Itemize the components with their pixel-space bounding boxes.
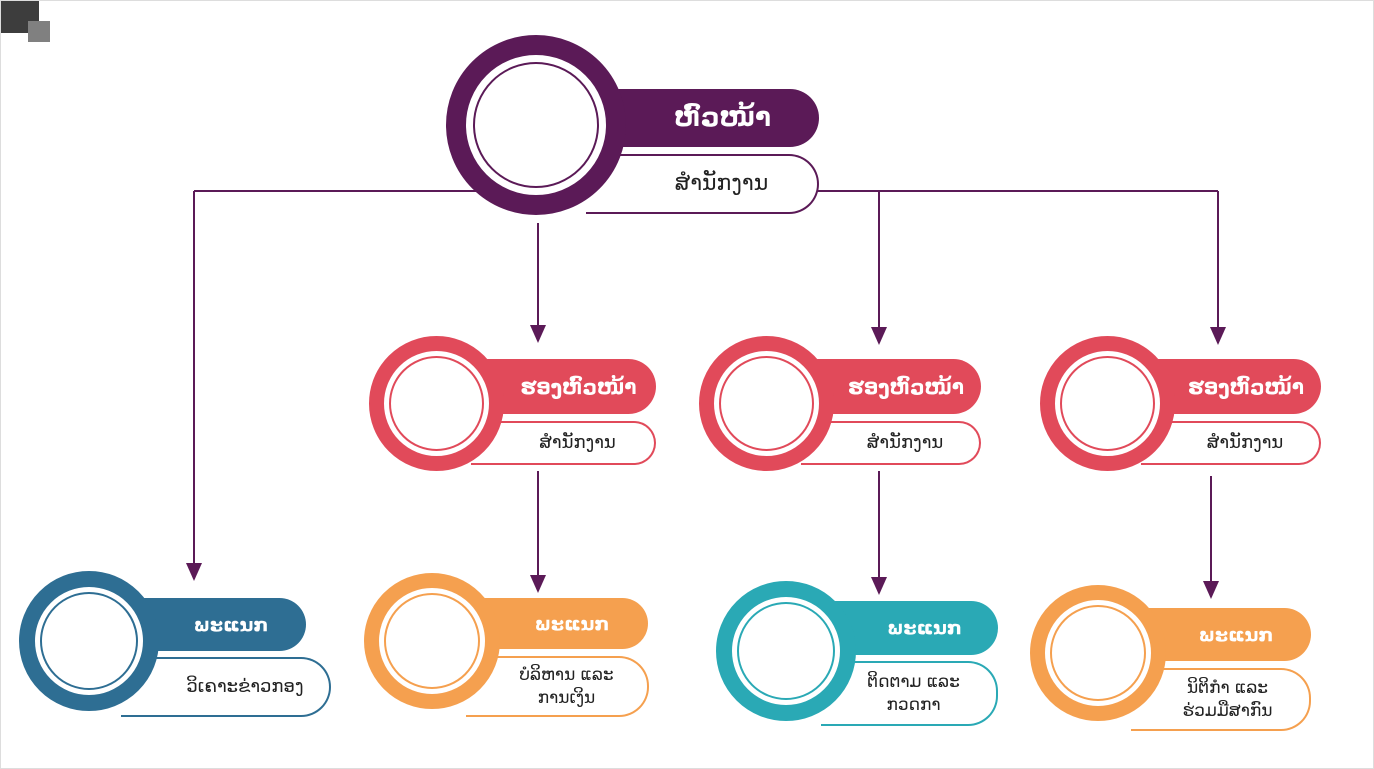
deputy-avatar-ring <box>369 336 504 471</box>
department-avatar-ring <box>19 571 159 711</box>
department-avatar-ring <box>364 573 500 709</box>
corner-logo-gray <box>28 21 50 42</box>
department-avatar-ring <box>716 581 856 721</box>
deputy-avatar-ring <box>699 336 834 471</box>
department-title: ພະແນກ <box>116 598 306 651</box>
head-avatar-ring <box>446 35 626 215</box>
deputy-avatar-ring <box>1040 336 1175 471</box>
deputy-subtitle: ສຳນັກງານ <box>801 421 981 465</box>
deputy-subtitle: ສຳນັກງານ <box>471 421 656 465</box>
deputy-subtitle: ສຳນັກງານ <box>1141 421 1321 465</box>
head-subtitle: ສຳນັກງານ <box>586 154 819 214</box>
department-name: ນິຕິກຳ ແລະ ຮ່ວມມືສາກົນ <box>1131 668 1311 731</box>
department-avatar-ring <box>1030 585 1166 721</box>
department-name: ວິເຄາະຂ່າວກອງ <box>121 657 331 717</box>
department-name: ບໍລິຫານ ແລະ ການເງິນ <box>466 656 649 717</box>
